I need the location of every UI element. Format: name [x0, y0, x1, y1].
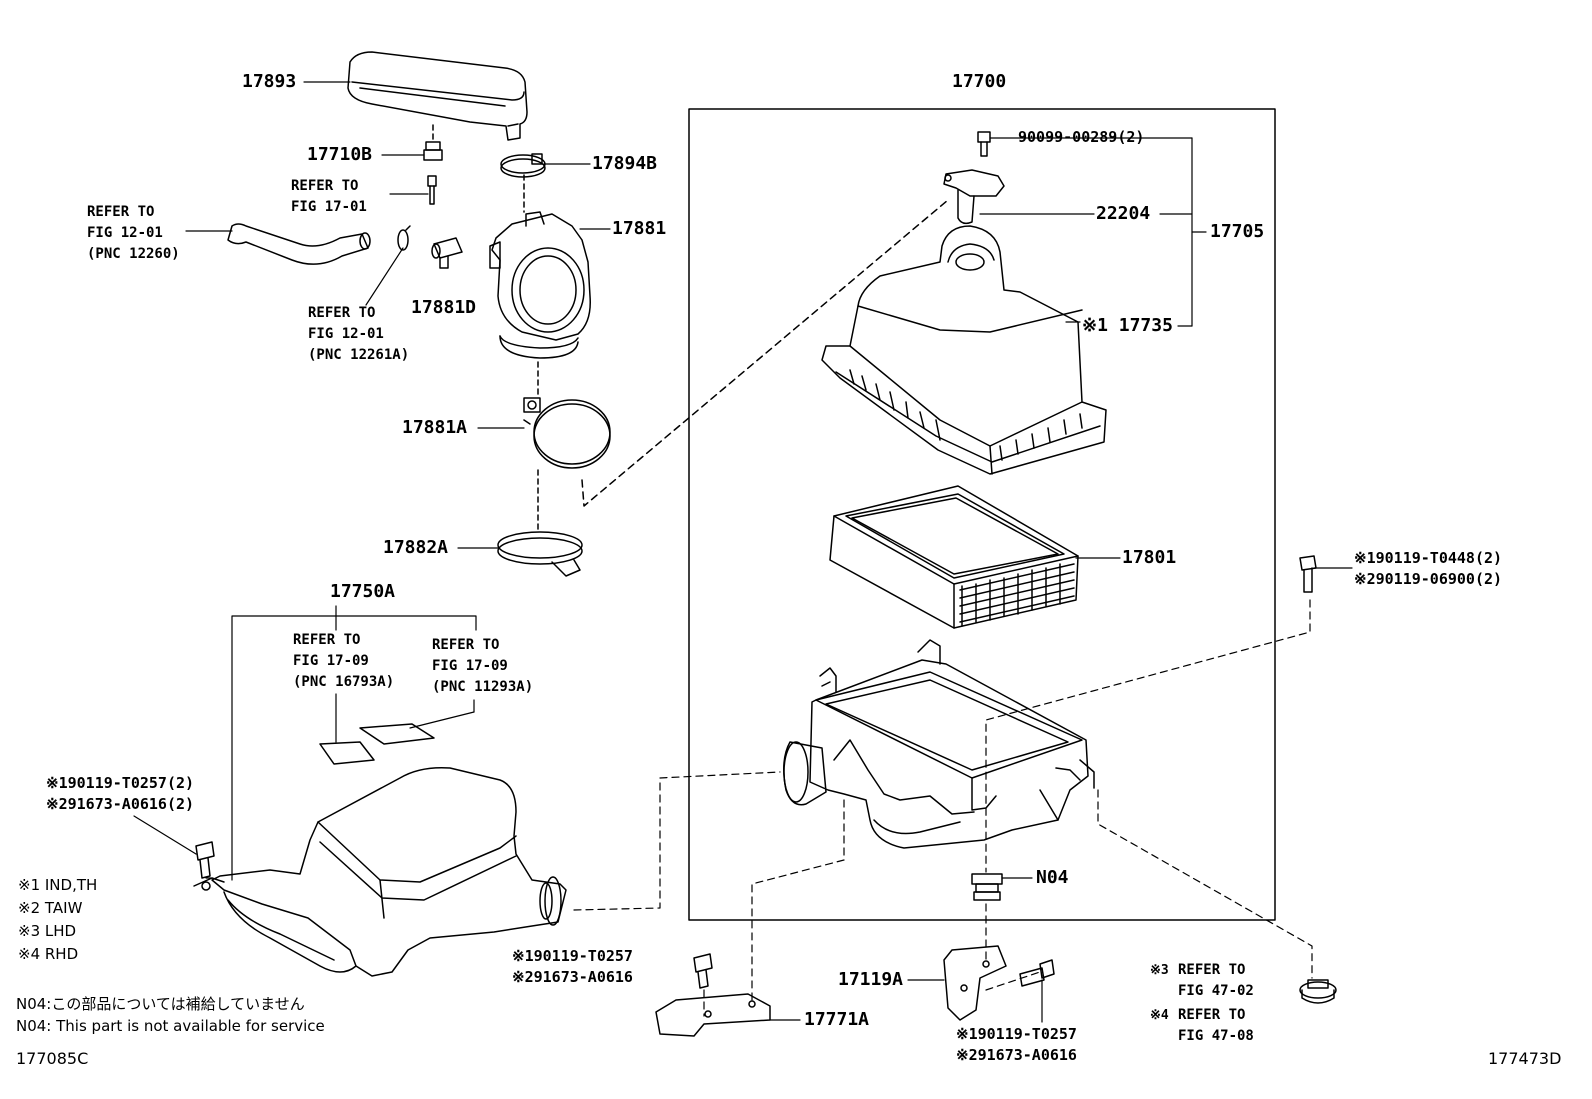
bolt-bottom-callout-2: ※291673-A0616 — [956, 1046, 1077, 1064]
leader-lines — [133, 81, 1353, 1023]
ref-line: REFER TO — [1178, 1007, 1246, 1023]
ref-line: REFER TO — [87, 204, 155, 220]
fitting-17881D — [431, 237, 463, 269]
clamp-17881A — [523, 397, 611, 531]
ref-line: REFER TO — [1178, 962, 1246, 978]
ref-fig-12-01-hose: REFER TO FIG 12-01 (PNC 12260) — [87, 202, 180, 265]
part-label-17893: 17893 — [242, 71, 297, 92]
bolt-right-callout-2: ※290119-06900(2) — [1354, 570, 1503, 588]
ref-fig-47-08: ※4 REFER TO FIG 47-08 — [1150, 1005, 1254, 1044]
ref-fig-17-01: REFER TO FIG 17-01 — [291, 176, 367, 218]
ref-fig-17-09-a: REFER TO FIG 17-09 (PNC 16793A) — [293, 630, 394, 693]
figure-code-right: 177473D — [1488, 1049, 1562, 1068]
legend-item: ※4 RHD — [18, 945, 79, 963]
ref-line: FIG 17-09 — [432, 658, 508, 674]
ref-line: REFER TO — [293, 632, 361, 648]
bolt-bottom — [1019, 959, 1055, 987]
ref-fig-17-09-b: REFER TO FIG 17-09 (PNC 11293A) — [432, 635, 533, 698]
part-label-17750A: 17750A — [330, 581, 396, 602]
bolt-left — [195, 841, 215, 879]
ref-lines: REFER TO FIG 47-02 — [1178, 960, 1254, 1002]
part-label-17881D: 17881D — [411, 297, 477, 318]
assembly-frame-17700 — [688, 108, 1276, 921]
bolt-mid-callout-2: ※291673-A0616 — [512, 968, 633, 986]
ref-line: (PNC 12260) — [87, 246, 180, 262]
bolt-left-callout-2: ※291673-A0616(2) — [46, 795, 195, 813]
part-label-17700: 17700 — [952, 71, 1007, 92]
bolt-90099 — [977, 131, 991, 157]
lower-case — [783, 639, 1095, 849]
bolt-right — [1299, 555, 1317, 593]
part-label-17735: ※1 17735 — [1082, 315, 1173, 336]
region-mark: ※3 — [1150, 963, 1169, 978]
ref-line: FIG 12-01 — [87, 225, 163, 241]
clip-right — [1299, 979, 1337, 1004]
ref-line: FIG 17-09 — [293, 653, 369, 669]
ref-line: (PNC 16793A) — [293, 674, 395, 690]
part-label-17894B: 17894B — [592, 153, 658, 174]
region-legend: ※1 IND,TH ※2 TAIW ※3 LHD ※4 RHD — [18, 874, 97, 966]
note-n04-japanese: N04:この部品については補給していません — [16, 995, 305, 1013]
grommet-N04 — [971, 873, 1003, 901]
part-label-17881A: 17881A — [402, 417, 468, 438]
ref-line: REFER TO — [432, 637, 500, 653]
ref-line: (PNC 11293A) — [432, 679, 534, 695]
bolt-left-callout-1: ※190119-T0257(2) — [46, 774, 195, 792]
bolt-mid — [693, 953, 713, 989]
note-n04-english: N04: This part is not available for serv… — [16, 1017, 325, 1035]
bracket-17119A — [943, 945, 1007, 1021]
part-label-17801: 17801 — [1122, 547, 1177, 568]
hose-12260 — [227, 223, 371, 265]
resonator-17893 — [347, 51, 528, 141]
part-label-N04: N04 — [1036, 867, 1069, 888]
ref-line: REFER TO — [291, 178, 359, 194]
part-label-17119A: 17119A — [838, 969, 904, 990]
airflow-sensor-22204 — [943, 169, 1005, 225]
part-label-22204: 22204 — [1096, 203, 1151, 224]
legend-item: ※2 TAIW — [18, 899, 83, 917]
ref-line: FIG 12-01 — [308, 326, 384, 342]
clip-12261A — [397, 225, 411, 251]
clamp-17882A — [497, 531, 583, 577]
part-label-17771A: 17771A — [804, 1009, 870, 1030]
intake-connector-17881 — [489, 174, 591, 399]
ref-fig-12-01-clip: REFER TO FIG 12-01 (PNC 12261A) — [308, 303, 409, 366]
duct-labels — [319, 723, 435, 765]
dashed-lines — [573, 599, 1313, 1017]
part-label-17881: 17881 — [612, 218, 667, 239]
figure-code-left: 177085C — [16, 1049, 89, 1068]
part-label-17705: 17705 — [1210, 221, 1265, 242]
bolt-mid-callout-1: ※190119-T0257 — [512, 947, 633, 965]
ref-line: FIG 47-08 — [1178, 1028, 1254, 1044]
filter-element-17801 — [829, 485, 1079, 629]
ref-line: FIG 17-01 — [291, 199, 367, 215]
bolt-right-callout-1: ※190119-T0448(2) — [1354, 549, 1503, 567]
inlet-duct-17750A — [193, 766, 567, 977]
upper-case-17735 — [821, 225, 1107, 475]
ref-lines: REFER TO FIG 47-08 — [1178, 1005, 1254, 1047]
bolt-bottom-callout-1: ※190119-T0257 — [956, 1025, 1077, 1043]
ref-line: FIG 47-02 — [1178, 983, 1254, 999]
part-label-90099: 90099-00289(2) — [1018, 128, 1145, 146]
legend-item: ※3 LHD — [18, 922, 77, 940]
ref-line: (PNC 12261A) — [308, 347, 410, 363]
clamp-17894B — [500, 153, 546, 178]
part-label-17710B: 17710B — [307, 144, 373, 165]
sensor-bolt — [427, 175, 437, 205]
grommet-17710B — [423, 124, 443, 161]
part-label-17882A: 17882A — [383, 537, 449, 558]
ref-line: REFER TO — [308, 305, 376, 321]
ref-fig-47-02: ※3 REFER TO FIG 47-02 — [1150, 960, 1254, 999]
legend-item: ※1 IND,TH — [18, 876, 98, 894]
region-mark: ※4 — [1150, 1008, 1169, 1023]
bracket-17771A — [655, 993, 771, 1037]
